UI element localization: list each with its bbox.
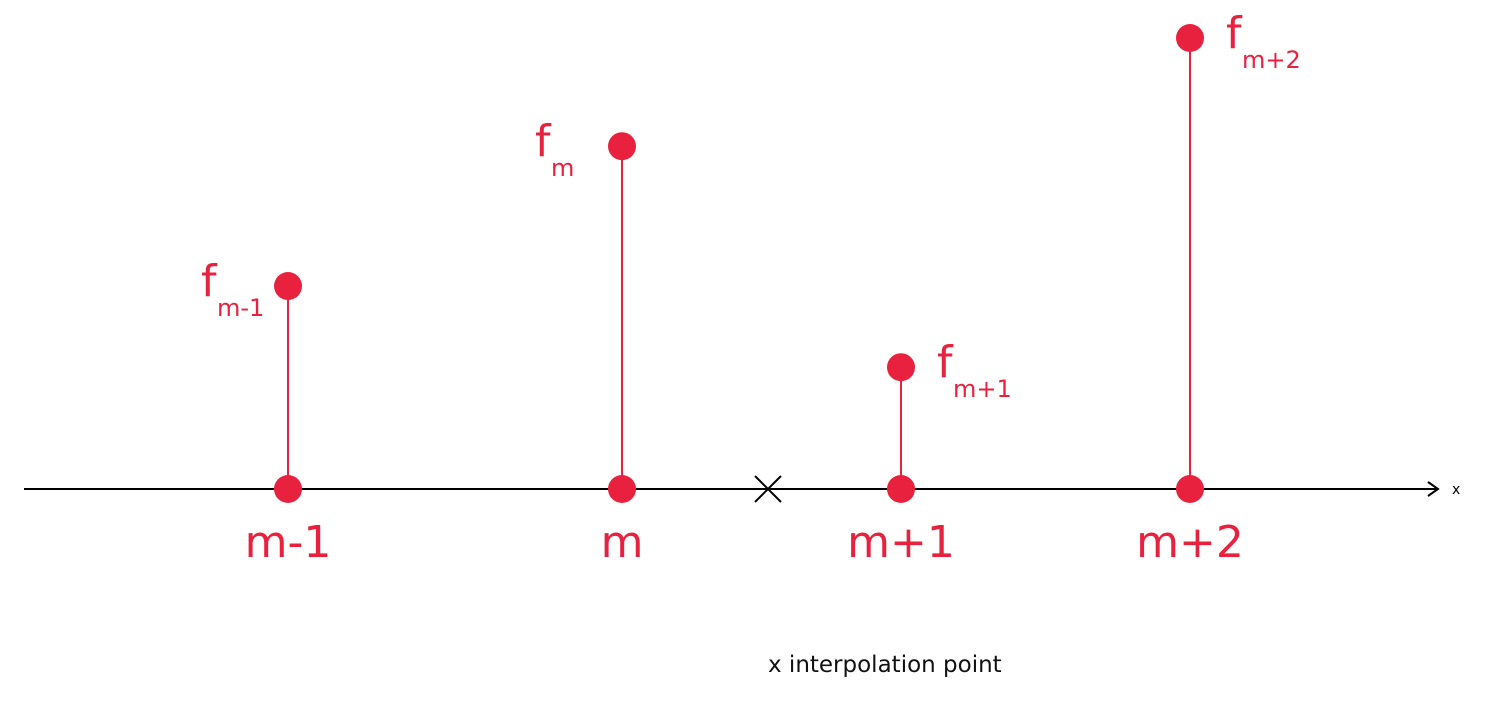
x-axis-label: x — [1452, 482, 1460, 498]
tick-label: m+2 — [1136, 517, 1244, 568]
sample-value-label: f — [937, 337, 954, 388]
sample-value-subscript: m — [551, 154, 574, 182]
sample-value-dot — [608, 132, 636, 161]
sample-value-label: f — [201, 256, 218, 307]
sample-value-subscript: m+2 — [1242, 46, 1301, 74]
sample-axis-dot — [1176, 475, 1204, 503]
tick-label: m-1 — [245, 517, 332, 568]
tick-label: m+1 — [847, 517, 955, 568]
sample-value-dot — [887, 353, 915, 382]
interpolation-point-legend: x interpolation point — [768, 652, 1002, 678]
sample-axis-dot — [608, 475, 636, 503]
sample-value-label: f — [1226, 8, 1243, 59]
sample-value-subscript: m+1 — [953, 375, 1012, 403]
tick-label: m — [601, 517, 644, 568]
sample-value-dot — [274, 272, 302, 301]
interpolation-point-marker — [754, 475, 782, 503]
x-axis-arrow — [1427, 481, 1440, 497]
sample-axis-dot — [887, 475, 915, 503]
sample-axis-dot — [274, 475, 302, 503]
sample-value-label: f — [535, 116, 552, 167]
sample-value-subscript: m-1 — [217, 294, 264, 322]
sample-value-dot — [1176, 24, 1204, 52]
